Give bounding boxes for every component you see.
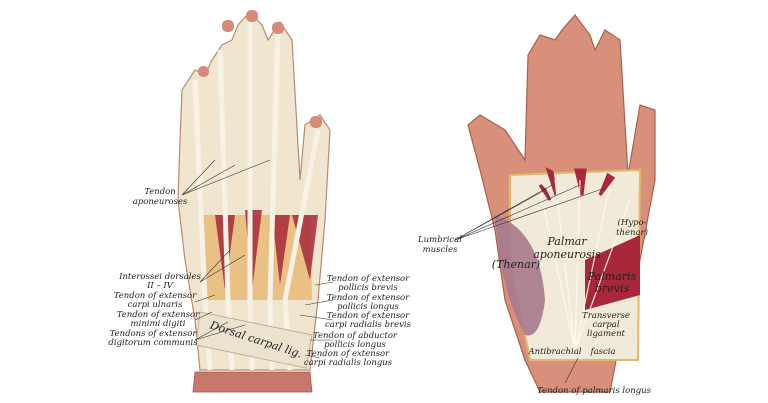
dorsal-hand <box>177 10 331 393</box>
label-palmaris-brevis-2: brevis <box>595 282 630 295</box>
label-abd-pollicis-longus-2: pollicis longus <box>324 340 386 350</box>
label-ext-pollicis-brevis-2: pollicis brevis <box>338 283 398 293</box>
label-ext-carpi-rad-brevis-1: Tendon of extensor <box>327 311 410 321</box>
label-hypothenar-2: thenar) <box>616 227 648 238</box>
label-palmaris-brevis-1: Palmaris <box>587 270 637 283</box>
label-ext-carpi-ulnaris-1: Tendon of extensor <box>114 291 197 301</box>
label-fascia: fascia <box>589 347 615 357</box>
palmar-hand <box>467 14 656 393</box>
label-ext-digitorum-2: digitorum communis <box>108 338 198 348</box>
label-ext-pollicis-brevis-1: Tendon of extensor <box>327 274 410 284</box>
label-ext-carpi-rad-longus-1: Tendon of extensor <box>307 349 390 359</box>
label-tendon-aponeuroses-1: Tendon <box>144 187 176 197</box>
label-ext-minimi-digiti-2: minimi digiti <box>131 319 186 329</box>
label-interossei-1: Interossei dorsales <box>118 272 201 282</box>
label-antibrachial: Antibrachial <box>527 347 581 357</box>
label-interossei-2: II – IV <box>146 281 174 291</box>
label-ext-carpi-ulnaris-2: carpi ulnaris <box>128 300 183 310</box>
label-abd-pollicis-longus-1: Tendon of abductor <box>313 331 398 341</box>
label-ext-carpi-rad-longus-2: carpi radialis longus <box>304 358 393 368</box>
label-palmar-2: aponeurosis <box>533 248 601 261</box>
label-ext-digitorum-1: Tendons of extensor <box>110 329 198 339</box>
label-thenar: (Thenar) <box>492 258 540 271</box>
label-transverse-1: Transverse <box>582 311 630 321</box>
label-palmar-1: Palmar <box>546 235 587 248</box>
label-ext-minimi-digiti-1: Tendon of extensor <box>117 310 200 320</box>
label-lumbrical-2: muscles <box>423 245 458 255</box>
label-ext-pollicis-longus-1: Tendon of extensor <box>327 293 410 303</box>
label-palmaris-longus: Tendon of palmaris longus <box>537 386 652 396</box>
label-ext-pollicis-longus-2: pollicis longus <box>337 302 399 312</box>
leader-lines <box>181 159 606 384</box>
label-transverse-2: carpal <box>592 320 619 330</box>
label-hypothenar-1: (Hypo- <box>618 217 647 228</box>
label-transverse-3: ligament <box>587 329 626 339</box>
label-tendon-aponeuroses-2: aponeuroses <box>133 197 188 207</box>
label-lumbrical-1: Lumbrical <box>417 235 462 245</box>
label-ext-carpi-rad-brevis-2: carpi radialis brevis <box>325 320 412 330</box>
